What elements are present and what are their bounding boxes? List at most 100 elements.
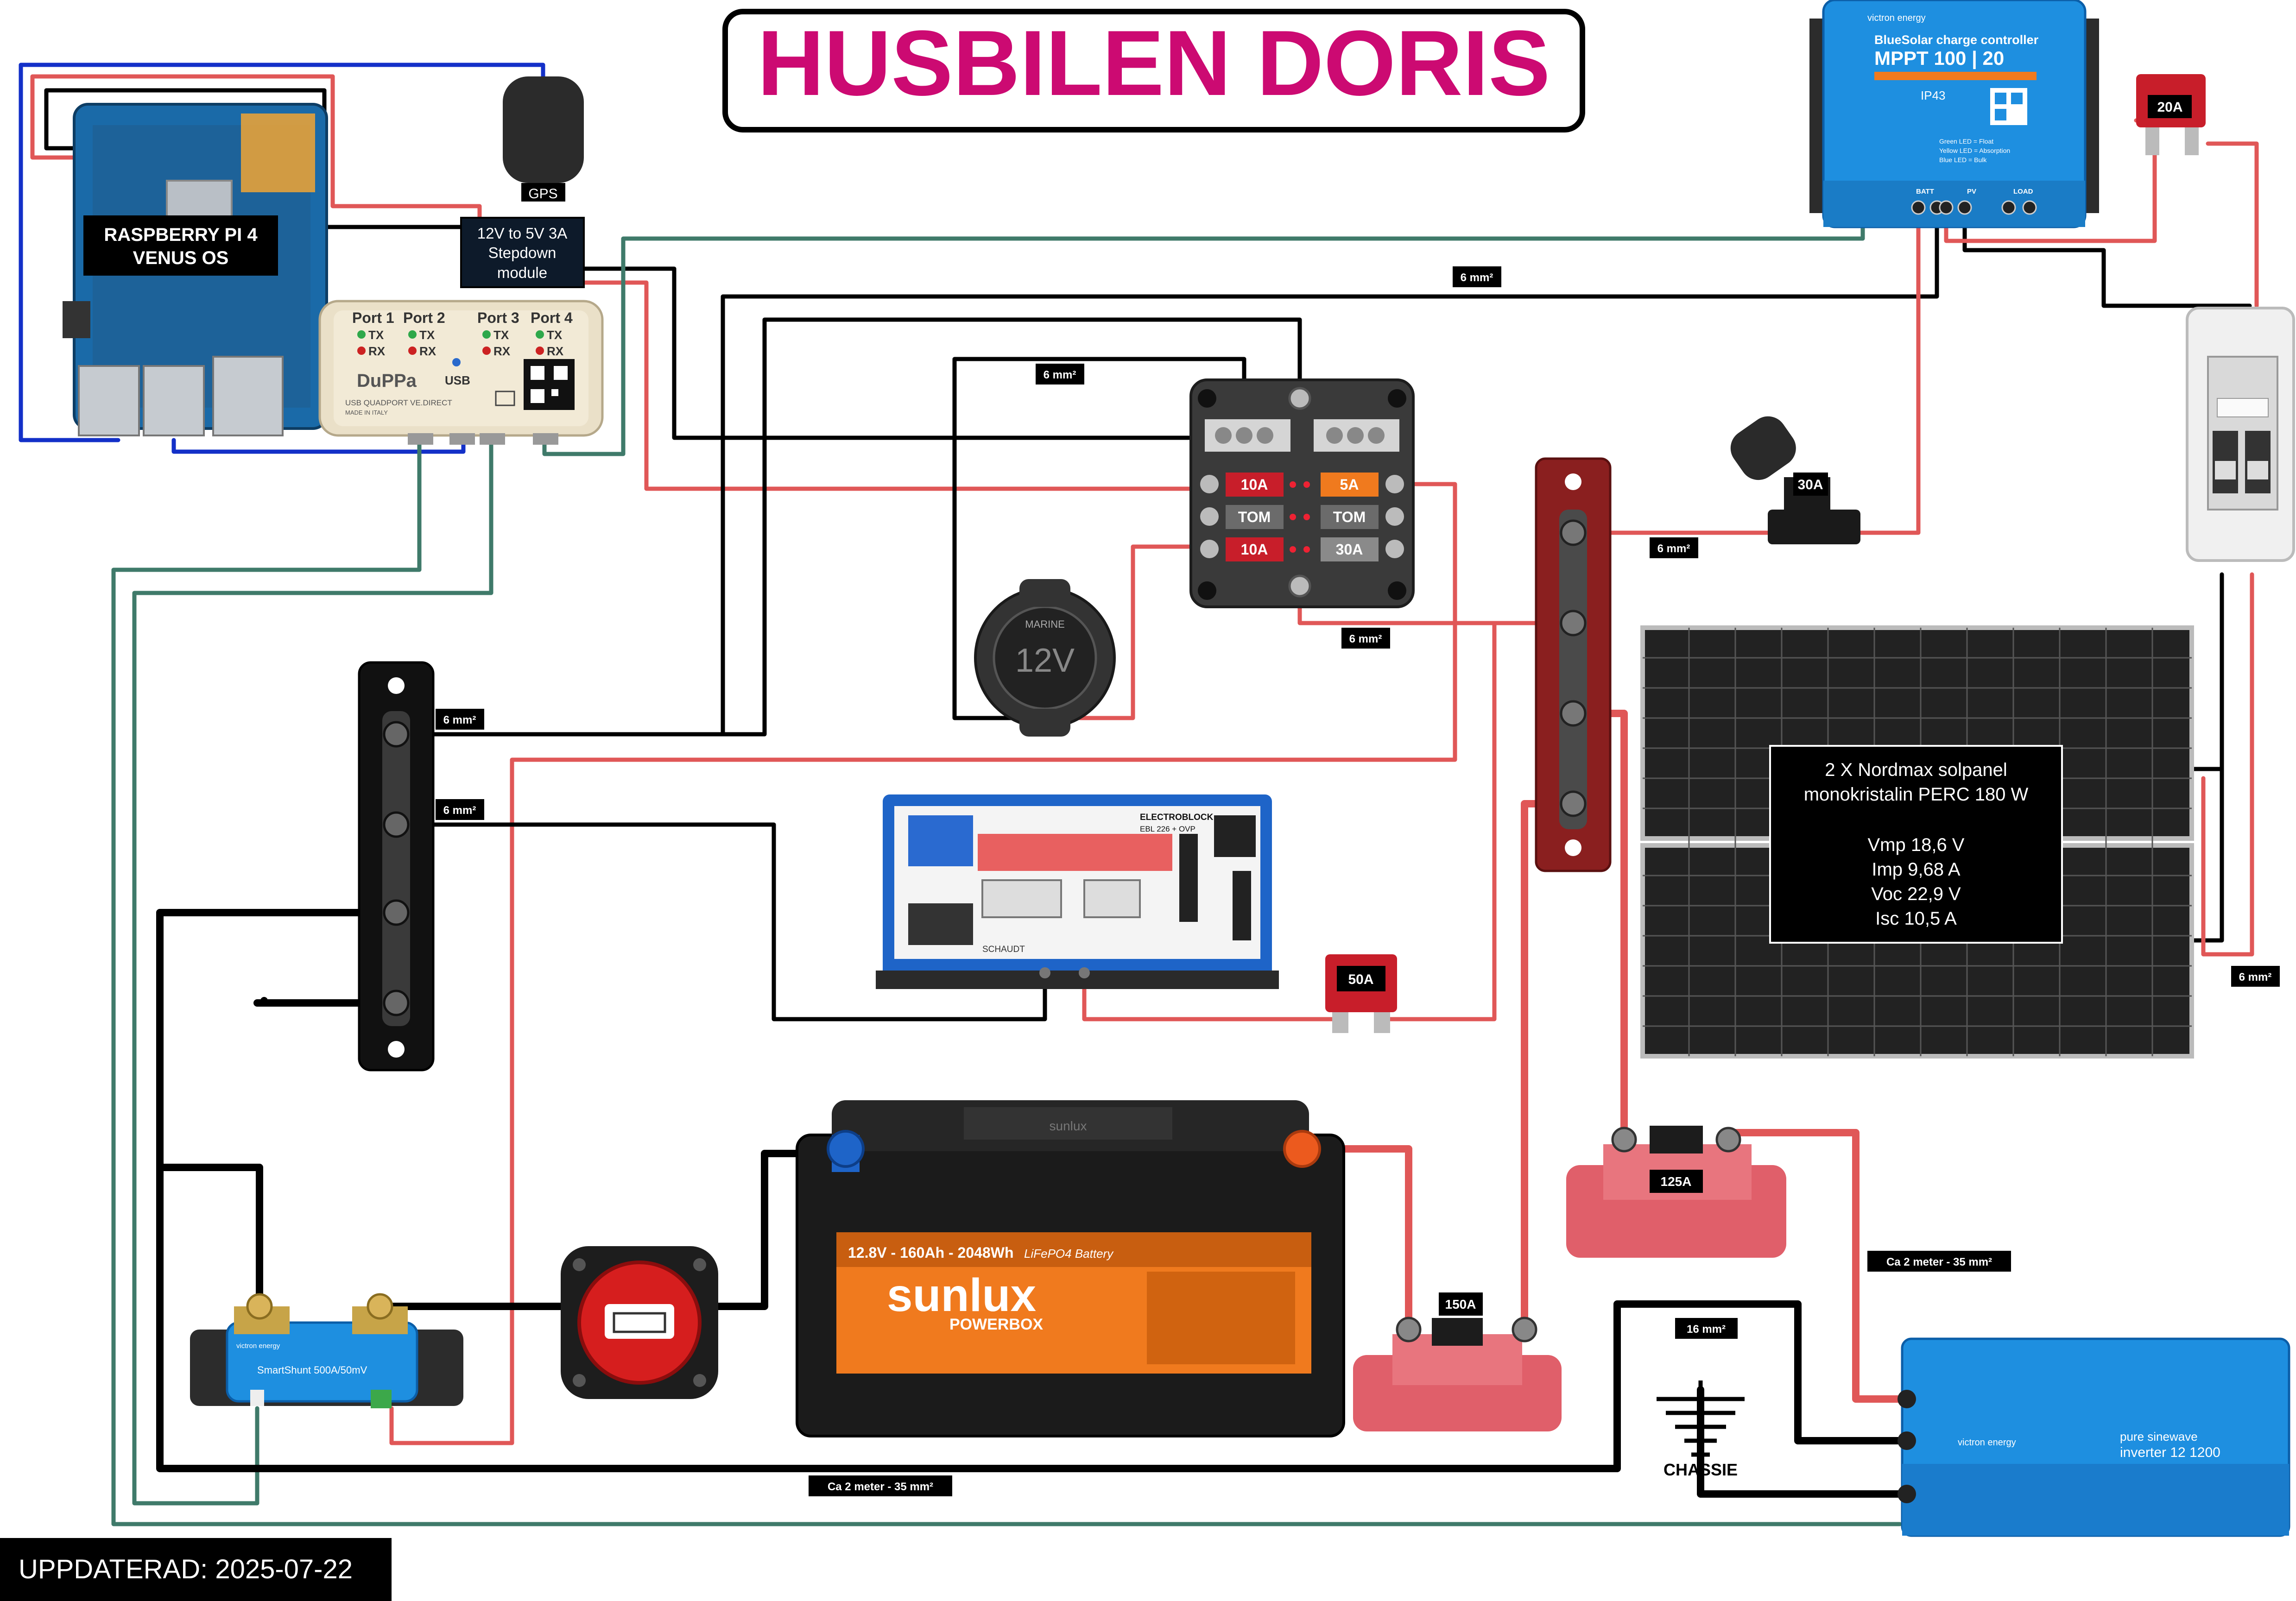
12v-socket: MARINE 12V [974,579,1116,737]
wire-black-electroblock [417,822,1047,1021]
battery-top-brand: sunlux [1050,1119,1087,1133]
mppt-term-load: LOAD [2013,188,2033,195]
duppa-quadport: Port 1 Port 2 Port 3 Port 4 TX RX TX RX … [318,300,604,445]
wire-blue-usb-gps [19,63,545,442]
fuse-150a: 150A [1353,1292,1562,1431]
solar-panels: 2 X Nordmax solpanel monokristalin PERC … [1640,625,2194,1059]
fusebox-fuse-1: 10A [1241,476,1268,493]
battery-chem: LiFePO4 Battery [1024,1247,1114,1261]
mppt-charge-controller: victron energy BlueSolar charge controll… [1809,0,2099,228]
mppt-term-batt: BATT [1916,188,1934,195]
label-6mm-30a: 6 mm² [1657,542,1690,555]
rpi-label-line2: VENUS OS [133,248,229,268]
duppa-port-2: Port 2 [403,309,445,326]
duppa-rx-2: RX [419,344,436,358]
wire-red-socket [1077,544,1207,720]
mppt-line1: BlueSolar charge controller [1874,33,2039,47]
gps-label: GPS [528,186,557,202]
wire-green-vedirect-mppt [542,220,1865,456]
mppt-line2: MPPT 100 | 20 [1874,47,2004,69]
duppa-port-4: Port 4 [531,309,573,326]
wire-red-150a-busbar [1521,800,1575,1326]
battery-switch[interactable] [561,1246,718,1399]
label-6mm-fusebox: 6 mm² [1349,633,1382,645]
solar-spec-7: Isc 10,5 A [1875,908,1957,929]
fuse-150a-label: 150A [1445,1297,1476,1311]
duppa-made: MADE IN ITALY [345,409,388,416]
smartshunt-brand: victron energy [236,1342,280,1350]
mppt-led-yellow: Yellow LED = Absorption [1939,147,2010,154]
label-6mm-mppt: 6 mm² [1461,271,1493,284]
solar-spec-5: Imp 9,68 A [1872,859,1961,880]
label-16mm: 16 mm² [1687,1323,1726,1336]
duppa-port-1: Port 1 [352,309,394,326]
busbar-negative [358,661,435,1072]
fusebox-fuse-5: 10A [1241,541,1268,558]
wire-red-stepdown-rpi [30,74,482,229]
electroblock-brand: SCHAUDT [982,945,1025,954]
pv-breaker [2186,307,2295,562]
wire-red-50a-busbar [1383,621,1497,1021]
stepdown-line2: Stepdown [488,244,557,261]
electroblock-charger: ELECTROBLOCK EBL 226 + OVP SCHAUDT [876,794,1279,989]
wire-blue-usb-duppa [171,438,466,454]
duppa-tx-4: TX [547,328,563,342]
wire-red-mppt-batt [1853,206,1921,535]
gps-antenna: GPS [503,76,584,202]
battery-model: 12.8V - 160Ah - 2048Wh [848,1244,1013,1261]
mppt-term-pv: PV [1967,188,1976,195]
duppa-sub: USB QUADPORT VE.DIRECT [345,398,452,407]
updated-label: UPPDATERAD: 2025-07-22 [19,1554,353,1584]
duppa-tx-2: TX [419,328,435,342]
label-6mm-busbar-1: 6 mm² [443,714,476,726]
duppa-tx-1: TX [368,328,384,342]
fuse-box: 10A 5A TOM TOM 10A 30A [1189,378,1415,608]
socket-label: 12V [1015,642,1075,679]
title-box: HUSBILEN DORIS [722,9,1585,132]
smartshunt: victron energy SmartShunt 500A/50mV [190,1293,463,1408]
stepdown-line1: 12V to 5V 3A [477,225,567,242]
chassis-ground: CHASSIE [1657,1380,1745,1479]
wire-green-vedirect-inverter [111,442,1902,1526]
socket-ring: MARINE [1025,618,1065,630]
wire-labels: 6 mm² 6 mm² 6 mm² 6 mm² 6 mm² 6 mm² 6 mm… [436,266,2280,1496]
wire-black-mppt-pv [1962,206,2252,308]
solar-spec-4: Vmp 18,6 V [1867,835,1964,855]
wire-red-125a-inverter [1725,1129,1910,1403]
battery: sunlux 12.8V - 160Ah - 2048Wh LiFePO4 Ba… [796,1100,1345,1437]
fuse-50a: 50A [1325,954,1397,1033]
label-35mm-inverter: Ca 2 meter - 35 mm² [1886,1256,1992,1268]
mppt-ip: IP43 [1921,88,1946,102]
solar-spec-2: monokristalin PERC 180 W [1804,784,2029,805]
fuse-30a-label: 30A [1797,477,1823,492]
fuse-20a-label: 20A [2157,100,2182,115]
electroblock-line1: ELECTROBLOCK [1140,813,1214,822]
duppa-rx-4: RX [547,344,564,358]
wire-red-breaker-panels [2201,572,2254,957]
fusebox-fuse-2: 5A [1340,476,1359,493]
fusebox-fuse-4: TOM [1333,509,1366,525]
label-35mm-main: Ca 2 meter - 35 mm² [828,1481,933,1493]
fuse-125a: 125A [1566,1126,1786,1258]
label-6mm-solar: 6 mm² [2239,971,2272,983]
electroblock-line2: EBL 226 + OVP [1140,825,1195,833]
chassis-label: CHASSIE [1663,1460,1738,1479]
mppt-brand: victron energy [1867,13,1926,23]
fuse-20a: 20A [2136,74,2206,155]
solar-spec-6: Voc 22,9 V [1871,884,1961,904]
duppa-rx-1: RX [368,344,386,358]
duppa-usb: USB [445,373,470,387]
wire-red-20a-breaker [2206,141,2259,308]
wire-black-breaker-panels [2192,572,2224,943]
duppa-rx-3: RX [493,344,511,358]
smartshunt-label: SmartShunt 500A/50mV [257,1364,367,1376]
fusebox-fuse-6: 30A [1336,541,1363,558]
wire-black-stepdown-fusebox [582,266,1198,440]
fuse-30a: 30A [1730,416,1860,544]
busbar-positive [1535,457,1612,872]
fuse-125a-label: 125A [1661,1174,1692,1189]
duppa-tx-3: TX [493,328,509,342]
label-6mm-socket: 6 mm² [1044,369,1076,381]
stepdown-line3: module [497,264,547,281]
